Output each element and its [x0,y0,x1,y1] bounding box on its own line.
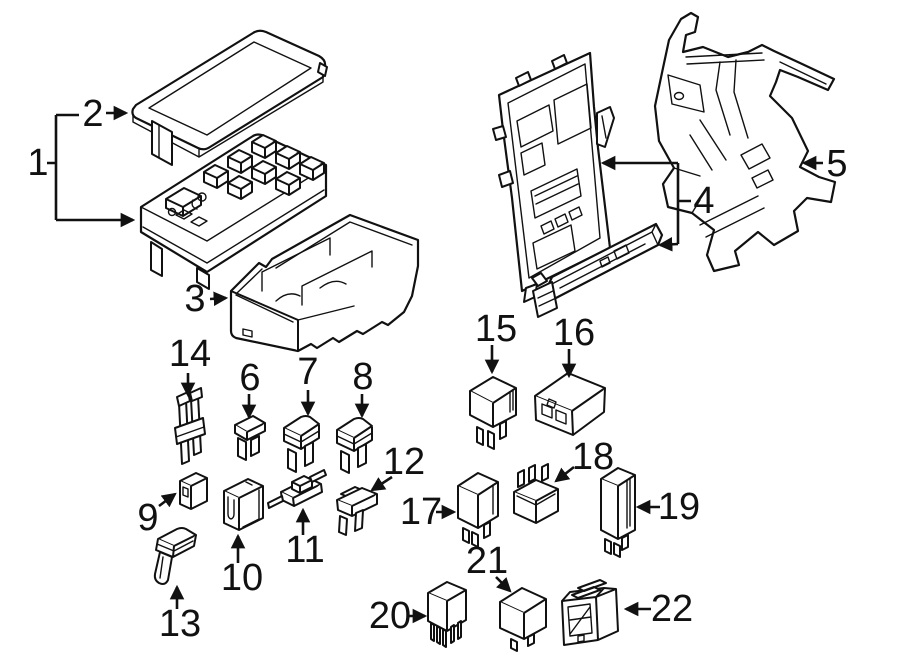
callout-label-19: 19 [658,486,700,528]
part-fuse-box-cover [131,29,328,166]
leader-arrow-21 [495,576,512,593]
callout-label-21: 21 [466,540,508,582]
callout-label-15: 15 [475,308,517,350]
part-mounting-bracket [653,11,837,273]
part-mini-fuse [234,415,266,461]
leader-arrow-18 [554,465,575,483]
part-fuse-holder [336,486,378,536]
callout-label-12: 12 [383,441,425,483]
part-cartridge-fuse [179,472,208,510]
callout-label-4: 4 [693,180,714,222]
part-relay-15 [469,376,517,450]
callout-label-3: 3 [184,278,205,320]
callout-label-1: 1 [27,142,48,184]
part-relay-16 [534,372,606,436]
callout-label-22: 22 [651,588,693,630]
part-relay-connector [561,579,619,646]
part-fusible-link [267,469,327,509]
leader-arrow-3 [209,291,229,307]
part-blade-fuse-13 [153,527,197,585]
part-maxi-fuse [223,478,264,531]
callout-label-10: 10 [221,557,263,599]
callout-label-13: 13 [159,603,201,645]
callout-label-8: 8 [352,356,373,398]
leader-bracket-1 [47,113,79,220]
part-blade-fuse-8 [336,417,373,474]
part-micro-relay-17 [457,472,499,548]
leader-bracket-4 [676,163,691,244]
callout-label-17: 17 [400,491,442,533]
callout-label-6: 6 [239,357,260,399]
callout-label-18: 18 [572,436,614,478]
leader-arrow-9 [158,492,177,508]
leader-lines [47,105,823,624]
leader-arrow-12 [370,475,393,492]
leader-arrow-4b [657,237,679,252]
callout-label-11: 11 [285,529,324,571]
callout-labels: 1 2 3 4 5 6 7 8 9 10 11 12 13 14 15 16 1… [27,93,847,645]
callout-label-20: 20 [369,595,411,637]
part-micro-relay-18 [513,463,559,524]
part-blade-fuse-7 [283,415,320,473]
part-module [531,222,664,318]
callout-label-7: 7 [297,351,318,393]
callout-label-14: 14 [169,333,211,375]
part-fuse-box [139,133,328,290]
part-relay-21 [499,587,547,652]
callout-label-9: 9 [137,497,158,539]
part-multi-pin-relay [427,581,467,648]
part-junction-box [492,51,615,303]
part-relay-19 [600,467,636,558]
callout-label-16: 16 [553,312,595,354]
part-fuse-box-lower-tray [229,213,420,353]
callout-label-2: 2 [82,93,103,135]
part-fuse-puller [174,387,206,465]
callout-label-5: 5 [826,143,847,185]
